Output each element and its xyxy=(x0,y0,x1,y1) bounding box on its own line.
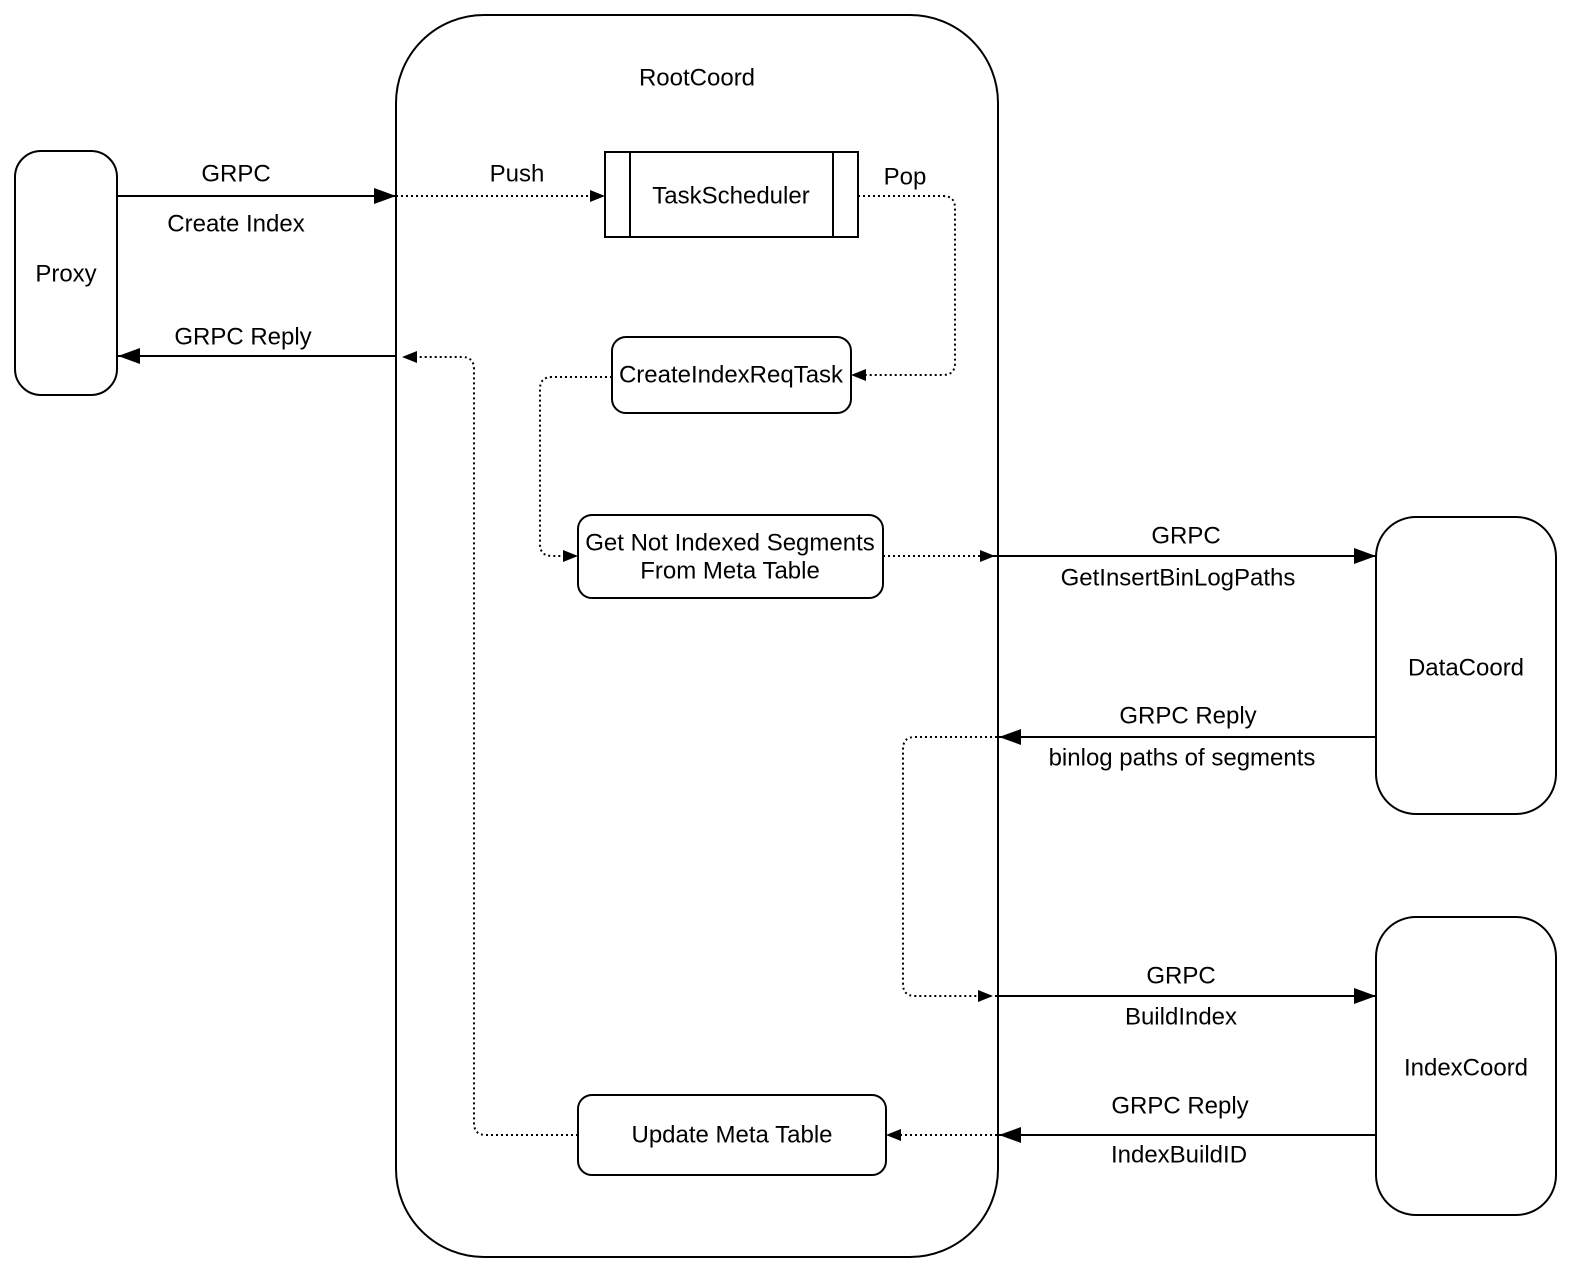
taskscheduler-node xyxy=(604,151,859,238)
indexcoord-label: IndexCoord xyxy=(1404,1055,1528,1082)
get-not-indexed-segments-node xyxy=(577,514,884,599)
taskscheduler-label: TaskScheduler xyxy=(652,183,809,210)
edge-label-get-insert-binlog-protocol: GRPC xyxy=(1151,523,1220,550)
edge-label-reply-index-build-id-message: IndexBuildID xyxy=(1111,1142,1247,1169)
edge-label-reply-index-build-id-protocol: GRPC Reply xyxy=(1111,1093,1248,1120)
edge-label-build-index-message: BuildIndex xyxy=(1125,1004,1237,1031)
arrow-task-to-get-segments xyxy=(539,376,612,562)
edge-label-grpc-create-index-protocol: GRPC xyxy=(201,161,270,188)
edge-label-build-index-protocol: GRPC xyxy=(1146,963,1215,990)
datacoord-node xyxy=(1375,516,1557,815)
proxy-label: Proxy xyxy=(35,261,96,288)
edge-label-grpc-create-index-message: Create Index xyxy=(167,211,304,238)
edge-label-push: Push xyxy=(490,161,545,188)
update-meta-table-label: Update Meta Table xyxy=(631,1122,832,1149)
datacoord-label: DataCoord xyxy=(1408,655,1524,682)
edge-label-reply-binlog-protocol: GRPC Reply xyxy=(1119,703,1256,730)
edge-label-pop: Pop xyxy=(884,164,927,191)
edge-label-grpc-reply-proxy: GRPC Reply xyxy=(174,324,311,351)
rootcoord-container xyxy=(395,14,999,1258)
rootcoord-title: RootCoord xyxy=(639,65,755,92)
create-index-req-task-label: CreateIndexReqTask xyxy=(619,362,844,389)
arrow-border-loop-to-build-index xyxy=(902,736,997,1002)
proxy-node xyxy=(14,150,118,396)
arrow-update-meta-to-reply xyxy=(402,351,578,1136)
arrow-pop xyxy=(851,195,956,381)
indexcoord-node xyxy=(1375,916,1557,1216)
get-not-indexed-segments-label-line1: Get Not Indexed Segments xyxy=(585,530,875,557)
edge-label-get-insert-binlog-message: GetInsertBinLogPaths xyxy=(1061,565,1296,592)
edge-label-reply-binlog-message: binlog paths of segments xyxy=(1049,745,1316,772)
get-not-indexed-segments-label-line2: From Meta Table xyxy=(640,558,820,585)
